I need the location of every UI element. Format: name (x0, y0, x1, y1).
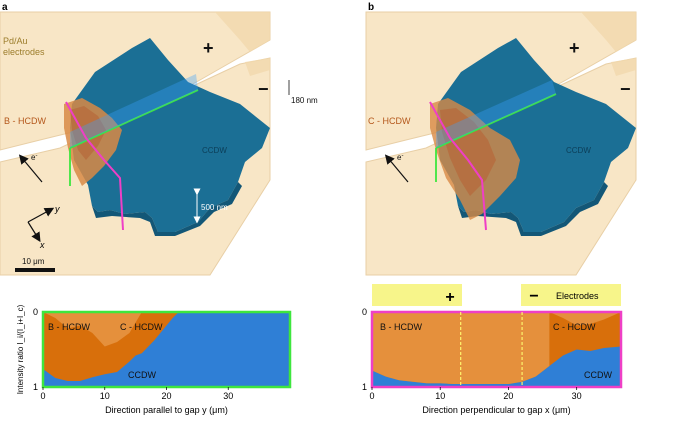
x-tick-label: 10 (100, 391, 110, 401)
electrode-plus-label: + (445, 289, 454, 306)
scale-bar (15, 268, 55, 272)
y-axis-label: Intensity ratio I_i/(I_i+I_c) (16, 304, 25, 394)
panel-b-render: b + − C - HCDW CCDW e- (365, 2, 637, 276)
y-tick-label: 1 (33, 382, 38, 392)
chart-frame (370, 310, 623, 389)
electrode-minus-label: − (529, 288, 538, 305)
electrodes-label: Electrodes (556, 291, 599, 301)
x-tick-label: 20 (161, 391, 171, 401)
b-hcdw-area (43, 312, 142, 347)
x-axis-label: Direction parallel to gap y (μm) (105, 405, 228, 415)
electrode-minus-box (521, 284, 621, 306)
region-label: CCDW (128, 370, 156, 380)
y-tick-label: 1 (362, 382, 367, 392)
panel-a-render: a Pd/Au electrodes + − 180 nm B - HCDW C… (0, 2, 318, 276)
y-tick-label: 0 (33, 307, 38, 317)
magenta-cut-line (65, 101, 124, 231)
x-axis-label: Direction perpendicular to gap x (μm) (422, 405, 570, 415)
b-hcdw-area (372, 312, 621, 326)
electrode-plus-box (372, 284, 462, 306)
electron-label-b: e- (397, 153, 403, 162)
region-label: C - HCDW (120, 322, 163, 332)
ccdw-label-b: CCDW (566, 146, 591, 155)
ccdw-area (372, 312, 621, 387)
minus-sign: − (258, 79, 269, 99)
panel-b-letter: b (368, 2, 374, 13)
ccdw-label: CCDW (202, 146, 227, 155)
axis-x-arrow (27, 221, 41, 243)
region-label: CCDW (584, 370, 612, 380)
hcdw-label: B - HCDW (4, 116, 46, 126)
thickness-label: 180 nm (291, 96, 318, 105)
green-cut-line (69, 89, 199, 149)
electrodes-label-2: electrodes (3, 47, 45, 57)
electron-label: e- (31, 153, 37, 162)
ccdw-area (43, 312, 290, 387)
axis-y-arrow (27, 207, 55, 223)
y-tick-label: 0 (362, 307, 367, 317)
electrodes-label-1: Pd/Au (3, 36, 28, 46)
scale-bar-label: 10 μm (22, 257, 45, 266)
region-label: B - HCDW (48, 322, 90, 332)
height-label: 500 nm (201, 203, 228, 212)
x-tick-label: 10 (435, 391, 445, 401)
x-tick-label: 30 (223, 391, 233, 401)
plus-sign-b: + (569, 38, 580, 58)
region-label: B - HCDW (380, 322, 422, 332)
minus-sign-b: − (620, 79, 631, 99)
x-tick-label: 0 (369, 391, 374, 401)
electron-arrow (18, 154, 43, 183)
axis-x-label: x (39, 240, 45, 250)
magenta-cut-line-b (429, 101, 487, 231)
x-tick-label: 20 (503, 391, 513, 401)
green-cut-line-b (435, 93, 557, 149)
x-tick-label: 0 (40, 391, 45, 401)
axis-y-label: y (54, 204, 60, 214)
region-label: C - HCDW (553, 322, 596, 332)
hcdw-label-b: C - HCDW (368, 116, 411, 126)
x-tick-label: 30 (572, 391, 582, 401)
plus-sign: + (203, 38, 214, 58)
panel-a-letter: a (2, 2, 8, 13)
electron-arrow-b (384, 154, 409, 183)
